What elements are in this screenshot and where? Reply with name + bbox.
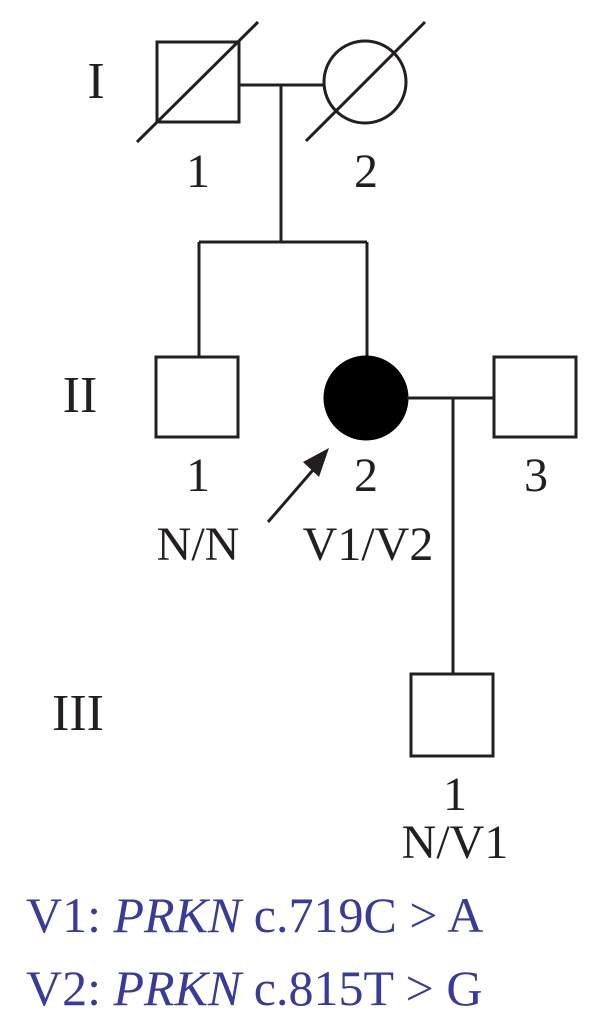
individual-III1 [409,672,495,758]
deceased-slash [304,20,427,143]
legend-gene: PRKN [113,960,244,1016]
deceased-slash [135,20,260,144]
legend-id: V2: [26,960,114,1016]
legend-id: V1: [26,887,114,943]
genotype-label: N/V1 [402,816,509,869]
legend-line-v2: V2: PRKN c.815T > G [26,960,482,1016]
individual-II1 [154,355,240,439]
individual-number: 2 [354,449,378,502]
individual-number: 3 [524,449,548,502]
legend-variant: c.815T > G [241,960,482,1016]
individual-II3 [492,355,578,439]
genotype-label: N/N [157,518,240,571]
individual-number: 1 [443,768,467,821]
generation-label-I: I [87,53,104,110]
legend-line-v1: V1: PRKN c.719C > A [26,887,483,943]
individual-II2 [323,355,409,441]
generation-label-III: III [52,685,104,742]
individual-number: 2 [354,145,378,198]
legend-variant: c.719C > A [241,887,483,943]
genotype-label: V1/V2 [303,518,434,571]
individual-number: 1 [186,145,210,198]
arrow-shaft [266,469,315,523]
individual-I2 [304,20,427,143]
legend-gene: PRKN [113,887,244,943]
generation-label-II: II [63,367,98,424]
individual-number: 1 [186,449,210,502]
arrow-head [303,448,329,477]
proband-arrow [266,448,329,523]
individual-I1 [135,20,260,144]
